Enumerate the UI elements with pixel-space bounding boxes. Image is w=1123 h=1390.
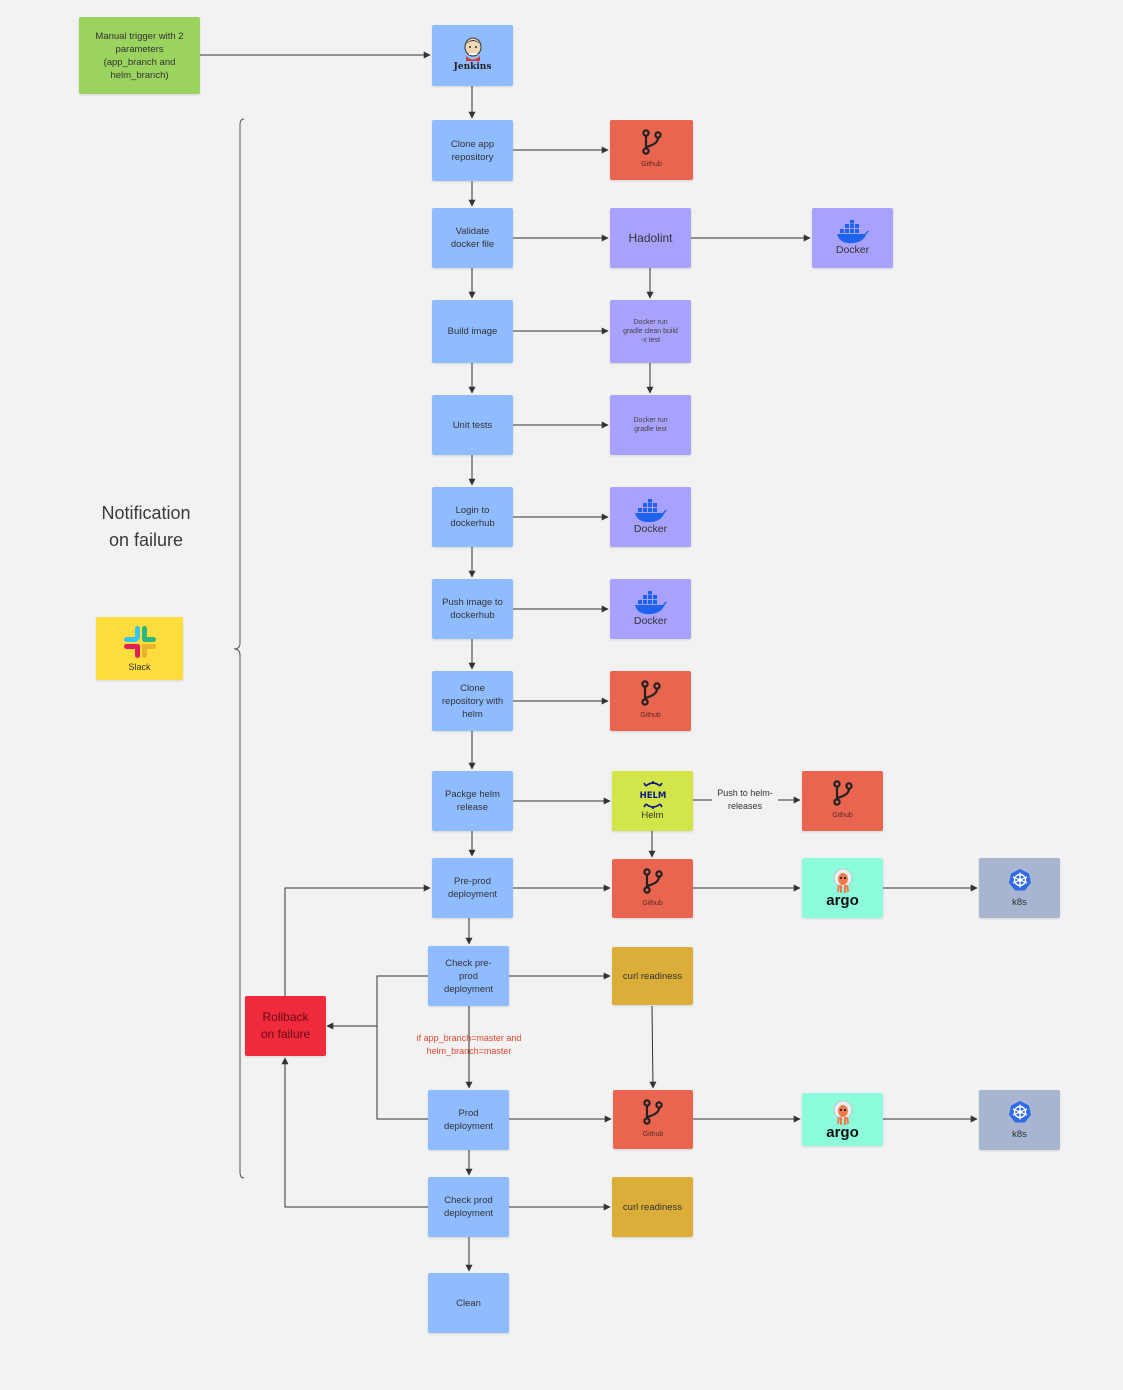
step-login-dockerhub[interactable]: Login to dockerhub xyxy=(432,487,513,547)
manual-trigger-node[interactable]: Manual trigger with 2 parameters (app_br… xyxy=(79,17,200,94)
docker-icon xyxy=(836,219,869,243)
step-push-image-label: Push image to dockerhub xyxy=(442,597,503,621)
curl-prod-label: curl readiness xyxy=(622,1201,683,1213)
docker-run-build-label: Docker run gradle clean build -x test xyxy=(623,319,678,344)
step-prod-deployment[interactable]: Prod deployment xyxy=(428,1090,509,1150)
slack-icon xyxy=(123,626,156,658)
curl-preprod-label: curl readiness xyxy=(622,970,683,982)
step-package-helm-release[interactable]: Packge helm release xyxy=(432,771,513,831)
step-validate-docker-label: Validate docker file xyxy=(450,226,495,250)
helm-logo-text: HELM xyxy=(639,791,666,801)
step-clean[interactable]: Clean xyxy=(428,1273,509,1333)
helm-node[interactable]: HELM Helm xyxy=(612,771,693,831)
step-unit-tests-label: Unit tests xyxy=(452,419,493,431)
k8s-prod-node[interactable]: k8s xyxy=(979,1090,1060,1150)
rollback-node[interactable]: Rollback on failure xyxy=(245,996,326,1056)
step-package-helm-label: Packge helm release xyxy=(445,789,500,813)
step-preprod-label: Pre-prod deployment xyxy=(447,876,498,900)
edge-rollback-preprod xyxy=(284,884,431,996)
docker-run-test-label: Docker run gradle test xyxy=(633,417,668,433)
docker-login-label: Docker xyxy=(633,522,668,535)
push-helm-releases-label: Push to helm- releases xyxy=(717,788,773,811)
git-branch-icon xyxy=(640,680,661,706)
rollback-label: Rollback on failure xyxy=(260,1010,311,1041)
docker-hadolint-node[interactable]: Docker xyxy=(812,208,893,268)
hadolint-node[interactable]: Hadolint xyxy=(610,208,691,268)
step-check-prod[interactable]: Check prod deployment xyxy=(428,1177,509,1237)
github-helm-releases-label: Github xyxy=(832,812,853,819)
step-clone-helm-repo[interactable]: Clone repository with helm xyxy=(432,671,513,731)
docker-login-node[interactable]: Docker xyxy=(610,487,691,547)
step-clean-label: Clean xyxy=(456,1297,481,1309)
github-clone-app-node[interactable]: Github xyxy=(610,120,693,180)
edge-check-rollback xyxy=(326,975,428,1030)
argo-prod-label: argo xyxy=(826,1123,859,1141)
step-unit-tests[interactable]: Unit tests xyxy=(432,395,513,455)
argo-preprod-node[interactable]: argo xyxy=(802,858,883,918)
git-branch-icon xyxy=(643,1098,663,1125)
slack-node[interactable]: Slack xyxy=(96,617,183,680)
github-preprod-label: Github xyxy=(642,899,663,907)
docker-icon xyxy=(634,498,667,522)
edge-checkprod-rollback xyxy=(281,1057,428,1208)
prod-condition-label: if app_branch=master and helm_branch=mas… xyxy=(416,1033,522,1056)
docker-push-label: Docker xyxy=(633,614,668,627)
step-preprod-deployment[interactable]: Pre-prod deployment xyxy=(432,858,513,918)
k8s-preprod-node[interactable]: k8s xyxy=(979,858,1060,918)
notification-text: Notification on failure xyxy=(101,503,191,550)
kubernetes-icon xyxy=(1008,1100,1031,1122)
hadolint-label: Hadolint xyxy=(628,230,673,245)
jenkins-label: Jenkins xyxy=(453,62,492,72)
docker-push-node[interactable]: Docker xyxy=(610,579,691,639)
edge-curl-githubprod xyxy=(649,1005,657,1089)
step-clone-helm-label: Clone repository with helm xyxy=(441,682,504,720)
step-check-prod-label: Check prod deployment xyxy=(443,1195,494,1219)
github-preprod-node[interactable]: Github xyxy=(612,859,693,918)
jenkins-node[interactable]: Jenkins xyxy=(432,25,513,86)
github-prod-label: Github xyxy=(642,1130,664,1138)
github-prod-node[interactable]: Github xyxy=(613,1090,693,1149)
edge-prod-rollback xyxy=(376,1026,428,1120)
k8s-prod-label: k8s xyxy=(1012,1128,1027,1140)
slack-label: Slack xyxy=(128,662,151,672)
argo-preprod-label: argo xyxy=(826,892,859,909)
git-branch-icon xyxy=(642,867,663,894)
step-clone-app-label: Clone app repository xyxy=(450,138,495,163)
docker-hadolint-label: Docker xyxy=(835,243,870,256)
step-validate-docker-file[interactable]: Validate docker file xyxy=(432,208,513,268)
git-branch-icon xyxy=(641,129,662,155)
curl-readiness-preprod-node[interactable]: curl readiness xyxy=(612,947,693,1005)
notification-brace xyxy=(233,118,245,1179)
docker-run-test-node[interactable]: Docker run gradle test xyxy=(610,395,691,455)
jenkins-icon xyxy=(464,37,481,61)
step-prod-label: Prod deployment xyxy=(443,1108,494,1132)
github-helm-releases-node[interactable]: Github xyxy=(802,771,883,831)
git-branch-icon xyxy=(832,780,853,806)
argo-octopus-icon xyxy=(833,1100,852,1125)
kubernetes-icon xyxy=(1008,868,1031,890)
step-login-dockerhub-label: Login to dockerhub xyxy=(450,505,495,529)
github-clone-app-label: Github xyxy=(641,161,662,168)
helm-icon: HELM xyxy=(639,780,666,809)
github-clone-helm-label: Github xyxy=(640,712,661,719)
argo-prod-node[interactable]: argo xyxy=(802,1093,883,1146)
step-check-preprod-label: Check pre- prod deployment xyxy=(443,957,494,995)
helm-label: Helm xyxy=(641,809,664,821)
step-check-preprod[interactable]: Check pre- prod deployment xyxy=(428,946,509,1006)
k8s-preprod-label: k8s xyxy=(1012,896,1027,908)
step-build-image-label: Build image xyxy=(447,326,498,337)
github-clone-helm-node[interactable]: Github xyxy=(610,671,691,731)
docker-icon xyxy=(634,590,667,614)
step-clone-app-repository[interactable]: Clone app repository xyxy=(432,120,513,181)
curl-readiness-prod-node[interactable]: curl readiness xyxy=(612,1177,693,1237)
argo-octopus-icon xyxy=(833,868,852,893)
step-push-image[interactable]: Push image to dockerhub xyxy=(432,579,513,639)
docker-run-build-node[interactable]: Docker run gradle clean build -x test xyxy=(610,300,691,363)
manual-trigger-label: Manual trigger with 2 parameters (app_br… xyxy=(95,30,184,81)
step-build-image[interactable]: Build image xyxy=(432,300,513,363)
